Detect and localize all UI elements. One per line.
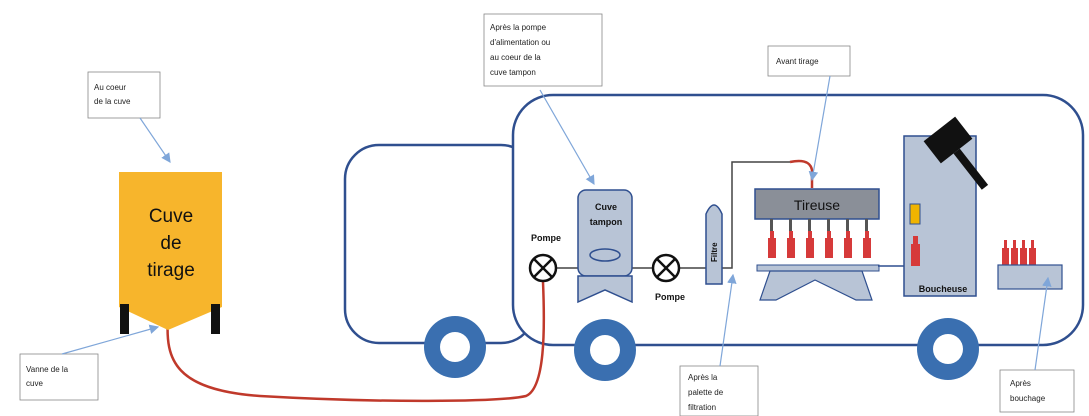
filler-bottle	[844, 219, 852, 258]
hose-tank-to-pump	[166, 281, 546, 403]
tank-leg-left	[120, 304, 129, 334]
callout-before-filling: Avant tirage	[767, 45, 851, 77]
filler-label: Tireuse	[794, 197, 840, 213]
arrow-buffer-pump	[539, 89, 595, 186]
svg-text:de la cuve: de la cuve	[94, 97, 131, 106]
pump-left: Pompe	[528, 233, 561, 283]
corker-boucheuse: Boucheuse	[878, 116, 989, 297]
tank-leg-right	[211, 304, 220, 334]
corker-bottle	[911, 236, 920, 266]
filter-label: Filtre	[710, 242, 719, 262]
filler-bottle	[768, 219, 776, 258]
svg-text:Après la: Après la	[688, 373, 718, 382]
wheel-1	[424, 316, 486, 378]
svg-text:Au coeur: Au coeur	[94, 83, 126, 92]
arrow-tank-valve	[61, 324, 160, 355]
corker-label: Boucheuse	[919, 284, 968, 294]
callout-after-filter: Après la palette de filtration	[679, 365, 759, 416]
svg-text:Vanne de la: Vanne de la	[26, 365, 69, 374]
corker-hammer-icon	[923, 116, 989, 190]
svg-text:filtration: filtration	[688, 403, 716, 412]
buffer-tank: Cuve tampon	[577, 189, 633, 304]
trailer-cab-outline	[343, 143, 537, 345]
output-bottle	[1020, 240, 1027, 265]
callout-buffer-pump: Après la pompe d'alimentation ou au coeu…	[483, 13, 603, 87]
arrow-after-filter	[719, 273, 737, 367]
svg-text:cuve: cuve	[26, 379, 43, 388]
filler-head	[754, 188, 880, 220]
wheel-3	[917, 318, 979, 380]
svg-text:cuve tampon: cuve tampon	[490, 68, 536, 77]
callout-tank-valve: Vanne de la cuve	[19, 353, 99, 401]
tank-label-line-2: de	[160, 233, 181, 254]
tank-body	[119, 172, 222, 330]
output-bottle	[1029, 240, 1036, 265]
arrow-after-corking	[1034, 276, 1052, 371]
svg-text:Avant tirage: Avant tirage	[776, 57, 819, 66]
filler-bottle	[787, 219, 795, 258]
filler-bottles	[768, 219, 871, 258]
svg-text:palette de: palette de	[688, 388, 724, 397]
callout-after-corking: Après bouchage	[999, 369, 1075, 413]
filler-stand	[759, 270, 873, 301]
callout-tank-heart: Au coeur de la cuve	[87, 71, 161, 119]
filler-table-top	[756, 264, 880, 272]
wheel-2	[574, 319, 636, 381]
pump-right-label: Pompe	[655, 292, 685, 302]
svg-text:d'alimentation ou: d'alimentation ou	[490, 38, 550, 47]
output-bottle	[1002, 240, 1009, 265]
output-bottle	[1011, 240, 1018, 265]
filler-bottle	[825, 219, 833, 258]
svg-text:au coeur de la: au coeur de la	[490, 53, 541, 62]
svg-text:Après: Après	[1010, 379, 1031, 388]
pump-right: Pompe	[651, 253, 685, 302]
hose-filler-inlet	[789, 159, 814, 188]
tank-cuve-de-tirage: Cuve de tirage	[119, 172, 222, 334]
pump-left-label: Pompe	[531, 233, 561, 243]
buffer-tank-label-1: Cuve	[595, 202, 617, 212]
corker-indicator	[909, 203, 921, 225]
arrow-before-filling	[808, 75, 831, 182]
filler-bottle	[806, 219, 814, 258]
arrow-tank-heart	[139, 117, 171, 163]
svg-text:bouchage: bouchage	[1010, 394, 1046, 403]
svg-text:Après la pompe: Après la pompe	[490, 23, 547, 32]
tank-label-line-1: Cuve	[149, 206, 193, 227]
pipe-filter-to-filler	[722, 161, 790, 269]
buffer-tank-label-2: tampon	[590, 217, 623, 227]
tank-label-line-3: tirage	[147, 260, 195, 281]
filler-tireuse: Tireuse	[754, 188, 880, 301]
filler-bottle	[863, 219, 871, 258]
filter: Filtre	[705, 204, 723, 285]
